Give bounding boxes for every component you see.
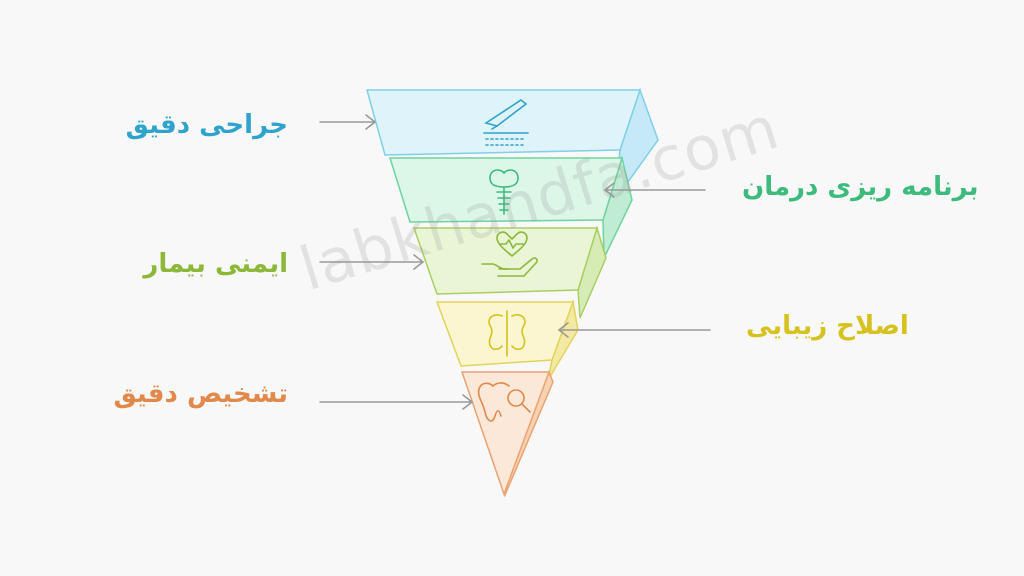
arrow-level-1 <box>319 114 377 130</box>
label-cosmetic-correction: اصلاح زیبایی <box>746 311 909 341</box>
funnel-level-5 <box>460 369 554 498</box>
funnel-level-2 <box>388 155 633 259</box>
level-5-front <box>460 371 551 497</box>
label-treatment-planning: برنامه ریزی درمان <box>742 172 979 202</box>
funnel-level-3 <box>412 225 607 319</box>
funnel-level-4 <box>435 299 579 381</box>
label-precise-diagnosis: تشخیص دقیق <box>113 379 288 409</box>
level-1-front <box>366 89 642 156</box>
arrow-level-4 <box>557 322 711 338</box>
level-4-front <box>435 301 575 367</box>
connector-arrows <box>319 114 711 410</box>
arrow-level-3 <box>319 254 425 270</box>
level-3-front <box>412 227 599 295</box>
label-patient-safety: ایمنی بیمار <box>143 249 288 279</box>
tooth-split-icon <box>488 310 526 357</box>
arrow-level-2 <box>603 182 706 198</box>
arrow-level-5 <box>319 394 474 410</box>
tooth-search-icon <box>477 382 531 422</box>
label-precise-surgery: جراحی دقیق <box>125 110 288 140</box>
level-2-front <box>388 157 624 223</box>
heart-hand-icon <box>481 231 538 277</box>
dental-implant-icon <box>489 169 519 215</box>
scalpel-icon <box>483 99 529 146</box>
